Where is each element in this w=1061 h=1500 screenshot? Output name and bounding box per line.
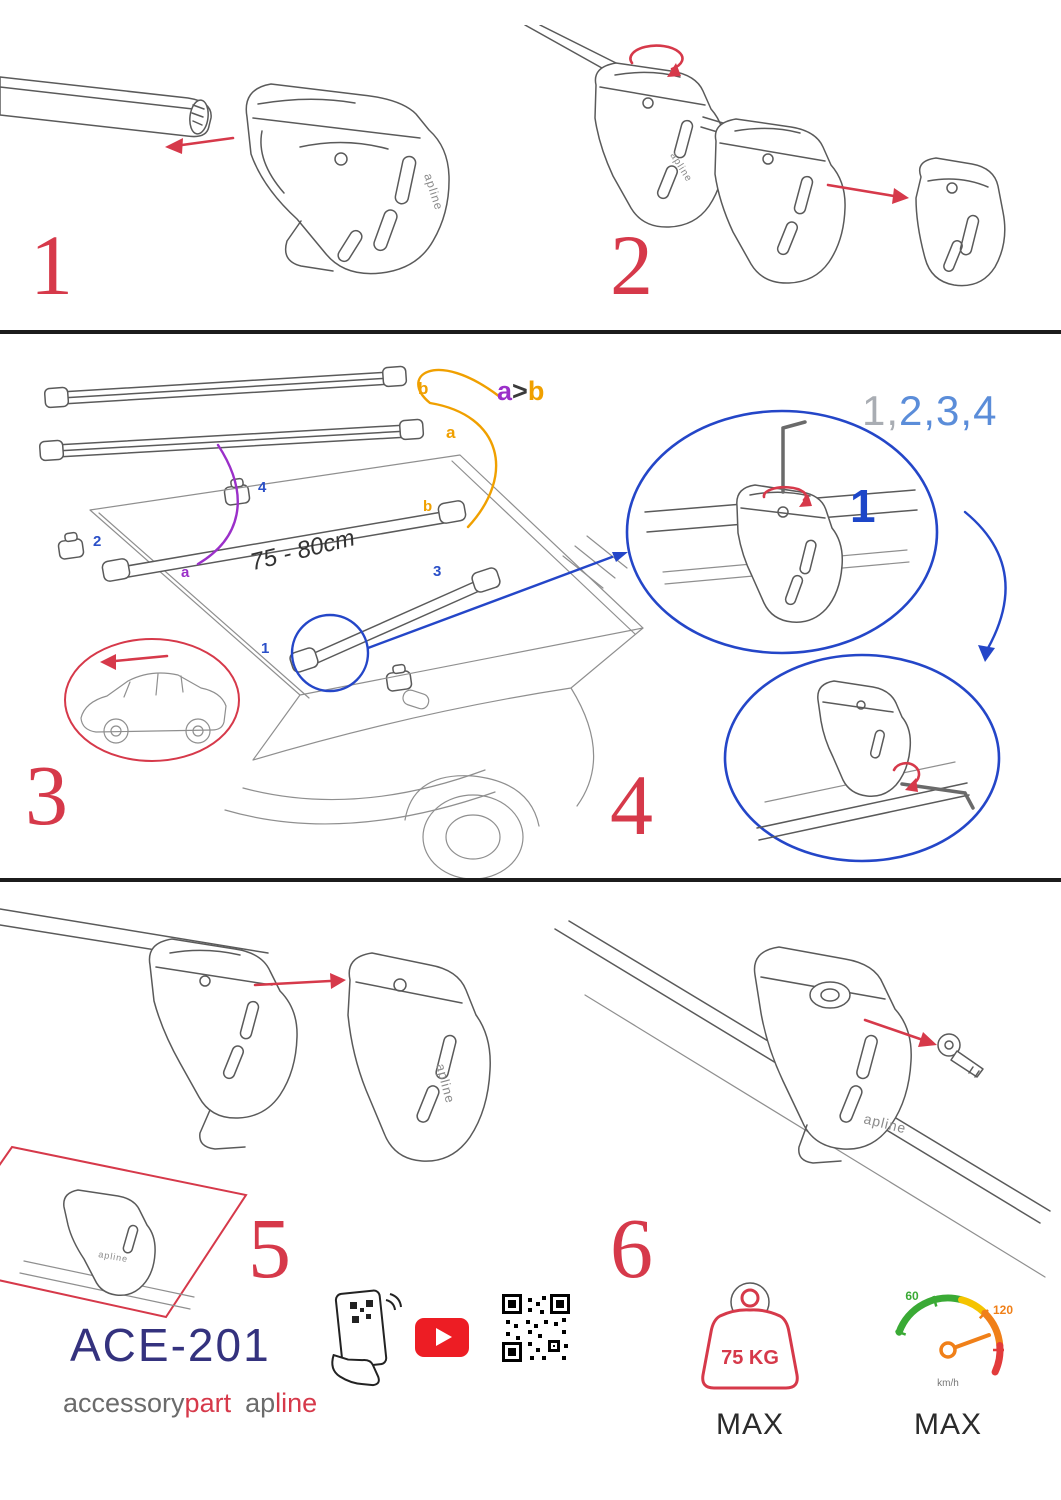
detail-2-contents [756,680,975,841]
ground-zone-outline [0,1145,248,1319]
brand-accessory: accessory [63,1388,185,1418]
loose-foot [57,531,85,560]
speed-min-label: 60 [905,1289,919,1303]
attach-cover-arrow [253,973,346,989]
callout-number-1: 1 [850,480,876,532]
lock-key-drawing [937,1033,984,1078]
model-number: ACE-201 [70,1319,271,1371]
step6-illustration: apline [554,920,1051,1278]
comparison-gt: > [512,376,528,406]
tightening-detail-callouts [625,409,1007,863]
detail-1-contents [644,420,918,623]
forward-arrow [113,654,169,663]
max-weight-badge: 75 KG [701,1282,799,1390]
section-divider-1 [0,330,1061,334]
weight-limit-value: 75 KG [721,1347,779,1369]
step-sequence-label: 1,2,3,4 [862,390,997,432]
rotate-arrow [629,44,684,77]
scan-phone-icon [331,1289,402,1387]
loose-foot [385,663,413,692]
roof-label-1: 1 [261,640,270,657]
roof-label-2: 2 [93,533,102,550]
section-divider-2 [0,878,1061,882]
speed-max-value-label: 120 [993,1303,1013,1317]
speed-limit-gauge: 60 120 km/h [895,1289,1013,1389]
sequence-gray: 1, [862,387,900,434]
isolated-bar-label-a: a [446,423,456,442]
insert-arrow [165,136,235,154]
clamp-foot-drawing [148,938,298,1150]
cover-piece [915,157,1006,287]
loose-foot [223,477,251,506]
step1-illustration: apline [0,76,450,275]
detail-focus-circle [290,613,370,693]
step-number-6: 6 [610,1200,653,1296]
brand-line: line [275,1388,318,1418]
step2-illustration: apline [524,25,1006,287]
step-number-5: 5 [248,1200,291,1296]
comparison-b: b [527,376,545,406]
crossbar-drawing [0,76,212,138]
cover-piece: apline [347,952,491,1162]
car-direction-inset [64,638,240,762]
step-number-3: 3 [25,747,68,843]
isolated-bar-label-b: b [418,379,429,398]
isolated-crossbar-a [38,418,425,462]
brand-ap: ap [245,1388,276,1418]
clamp-foot-b [714,118,846,284]
bar-length-comparison: a>b [497,378,544,405]
allen-key-vertical [781,420,807,494]
step-number-1: 1 [30,217,73,313]
clamp-foot-a: apline [594,62,726,228]
key-arrow [863,1018,937,1047]
clamp-foot-drawing: apline [245,83,450,275]
speed-unit-label: km/h [937,1378,959,1389]
step-number-2: 2 [610,217,653,313]
callout-link-curve [963,510,1007,662]
roof-label-a: a [181,564,190,581]
youtube-icon [415,1318,469,1357]
step-number-4: 4 [610,757,653,853]
roof-label-4: 4 [258,479,267,496]
sequence-blue: 2,3,4 [899,387,998,434]
car-roof-drawing [89,454,644,880]
qr-code [502,1294,570,1362]
isolated-crossbar-b [43,365,408,409]
weight-max-label: MAX [715,1408,784,1441]
roof-overview-illustration [38,365,644,880]
play-icon [436,1328,452,1346]
step5-illustration: apline apline [0,908,491,1319]
attach-arrow [826,183,909,204]
mounted-front-crossbar [289,567,501,673]
roof-label-3: 3 [433,563,442,580]
mini-foot-drawing: apline [19,1189,195,1310]
comparison-a: a [497,376,513,406]
direction-ellipse [64,638,240,762]
speed-max-label: MAX [913,1408,982,1441]
roof-label-b: b [423,498,433,515]
brand-part: part [184,1388,232,1418]
lockable-foot-drawing: apline [753,946,912,1164]
